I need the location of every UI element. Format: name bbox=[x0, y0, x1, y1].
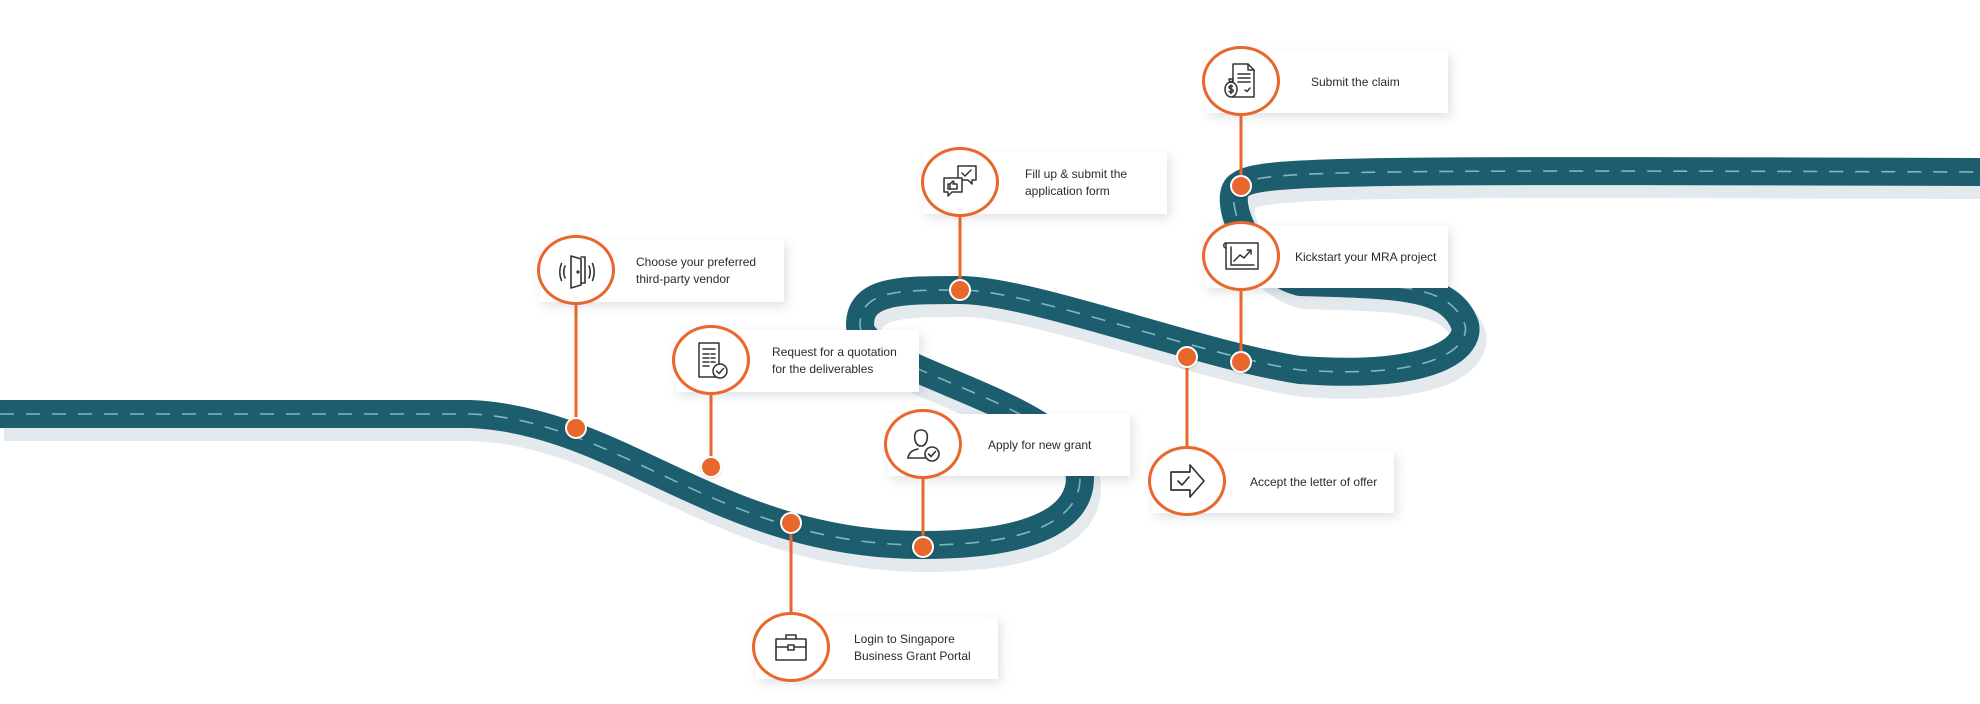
claim-document-icon bbox=[1224, 63, 1255, 98]
road-waypoint-dot bbox=[912, 536, 934, 558]
user-check-icon bbox=[907, 429, 940, 462]
road-waypoint-dot bbox=[1230, 351, 1252, 373]
connector-line bbox=[789, 523, 793, 647]
connector-line bbox=[709, 360, 713, 467]
step-icon-frame bbox=[752, 612, 830, 682]
road-waypoint-dot bbox=[780, 512, 802, 534]
connector-line bbox=[958, 182, 962, 290]
road-waypoint-dot bbox=[565, 417, 587, 439]
briefcase-icon bbox=[775, 634, 807, 661]
step-icon-frame bbox=[1202, 221, 1280, 291]
connector-line bbox=[574, 270, 578, 428]
door-icon bbox=[558, 255, 596, 289]
connector-line bbox=[1185, 357, 1189, 481]
step-icon-frame bbox=[672, 325, 750, 395]
step-icon-frame bbox=[1202, 46, 1280, 116]
road-waypoint-dot bbox=[1230, 175, 1252, 197]
road-waypoint-dot bbox=[1176, 346, 1198, 368]
step-label: Accept the letter of offer bbox=[1250, 474, 1378, 489]
arrow-check-icon bbox=[1170, 464, 1205, 498]
road-waypoint-dot bbox=[700, 456, 722, 478]
quotation-document-icon bbox=[698, 342, 728, 379]
step-label: Submit the claim bbox=[1311, 74, 1400, 89]
step-label: Fill up & submit the application form bbox=[1025, 167, 1128, 198]
growth-chart-icon bbox=[1223, 242, 1259, 270]
step-label: Choose your preferred third-party vendor bbox=[636, 255, 757, 286]
road-lane-markings bbox=[0, 170, 1980, 546]
step-label: Apply for new grant bbox=[988, 437, 1092, 452]
step-icon-frame bbox=[884, 409, 962, 479]
step-label: Kickstart your MRA project bbox=[1295, 249, 1437, 264]
road-waypoint-dot bbox=[949, 279, 971, 301]
step-icon-frame bbox=[1148, 446, 1226, 516]
chat-approval-icon bbox=[943, 165, 977, 197]
step-label: Login to Singapore Business Grant Portal bbox=[854, 632, 971, 663]
step-icon-frame bbox=[921, 147, 999, 217]
step-label: Request for a quotation for the delivera… bbox=[772, 345, 897, 376]
step-icon-frame bbox=[537, 235, 615, 305]
connector-line bbox=[921, 444, 925, 547]
road-surface bbox=[0, 157, 1980, 559]
connector-line bbox=[1239, 256, 1243, 362]
connector-line bbox=[1239, 81, 1243, 186]
road-shadow bbox=[4, 164, 1980, 572]
